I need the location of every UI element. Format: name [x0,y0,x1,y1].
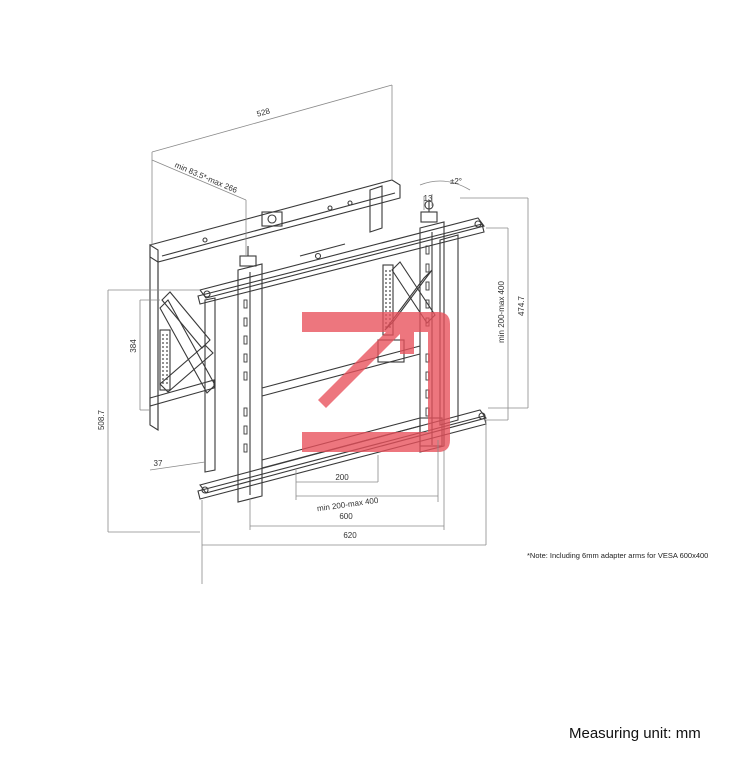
vesa-note: *Note: Including 6mm adapter arms for VE… [527,551,708,560]
dim-overall-depth: 528 [256,106,272,118]
dim-frame-height: 384 [129,339,138,353]
dim-frame-width: 600 [339,512,353,521]
dim-offset: 37 [154,459,163,468]
dim-tilt: ±2° [450,177,462,186]
dim-total-height: 508.7 [97,409,106,430]
measuring-unit: Measuring unit: mm [569,725,701,742]
dimension-lines [107,84,529,584]
dim-vesa-width-range: min 200-max 400 [316,496,379,514]
dim-vesa-height-range: min 200-max 400 [497,281,506,343]
dim-total-width: 620 [343,531,357,540]
watermark-logo [302,312,450,452]
dim-depth-range: min 83.5*-max 266 [173,160,239,195]
dim-micro-adjust: 13 [424,194,433,203]
dim-vesa-width-min: 200 [335,473,349,482]
dim-overall-height: 474.7 [517,295,526,316]
